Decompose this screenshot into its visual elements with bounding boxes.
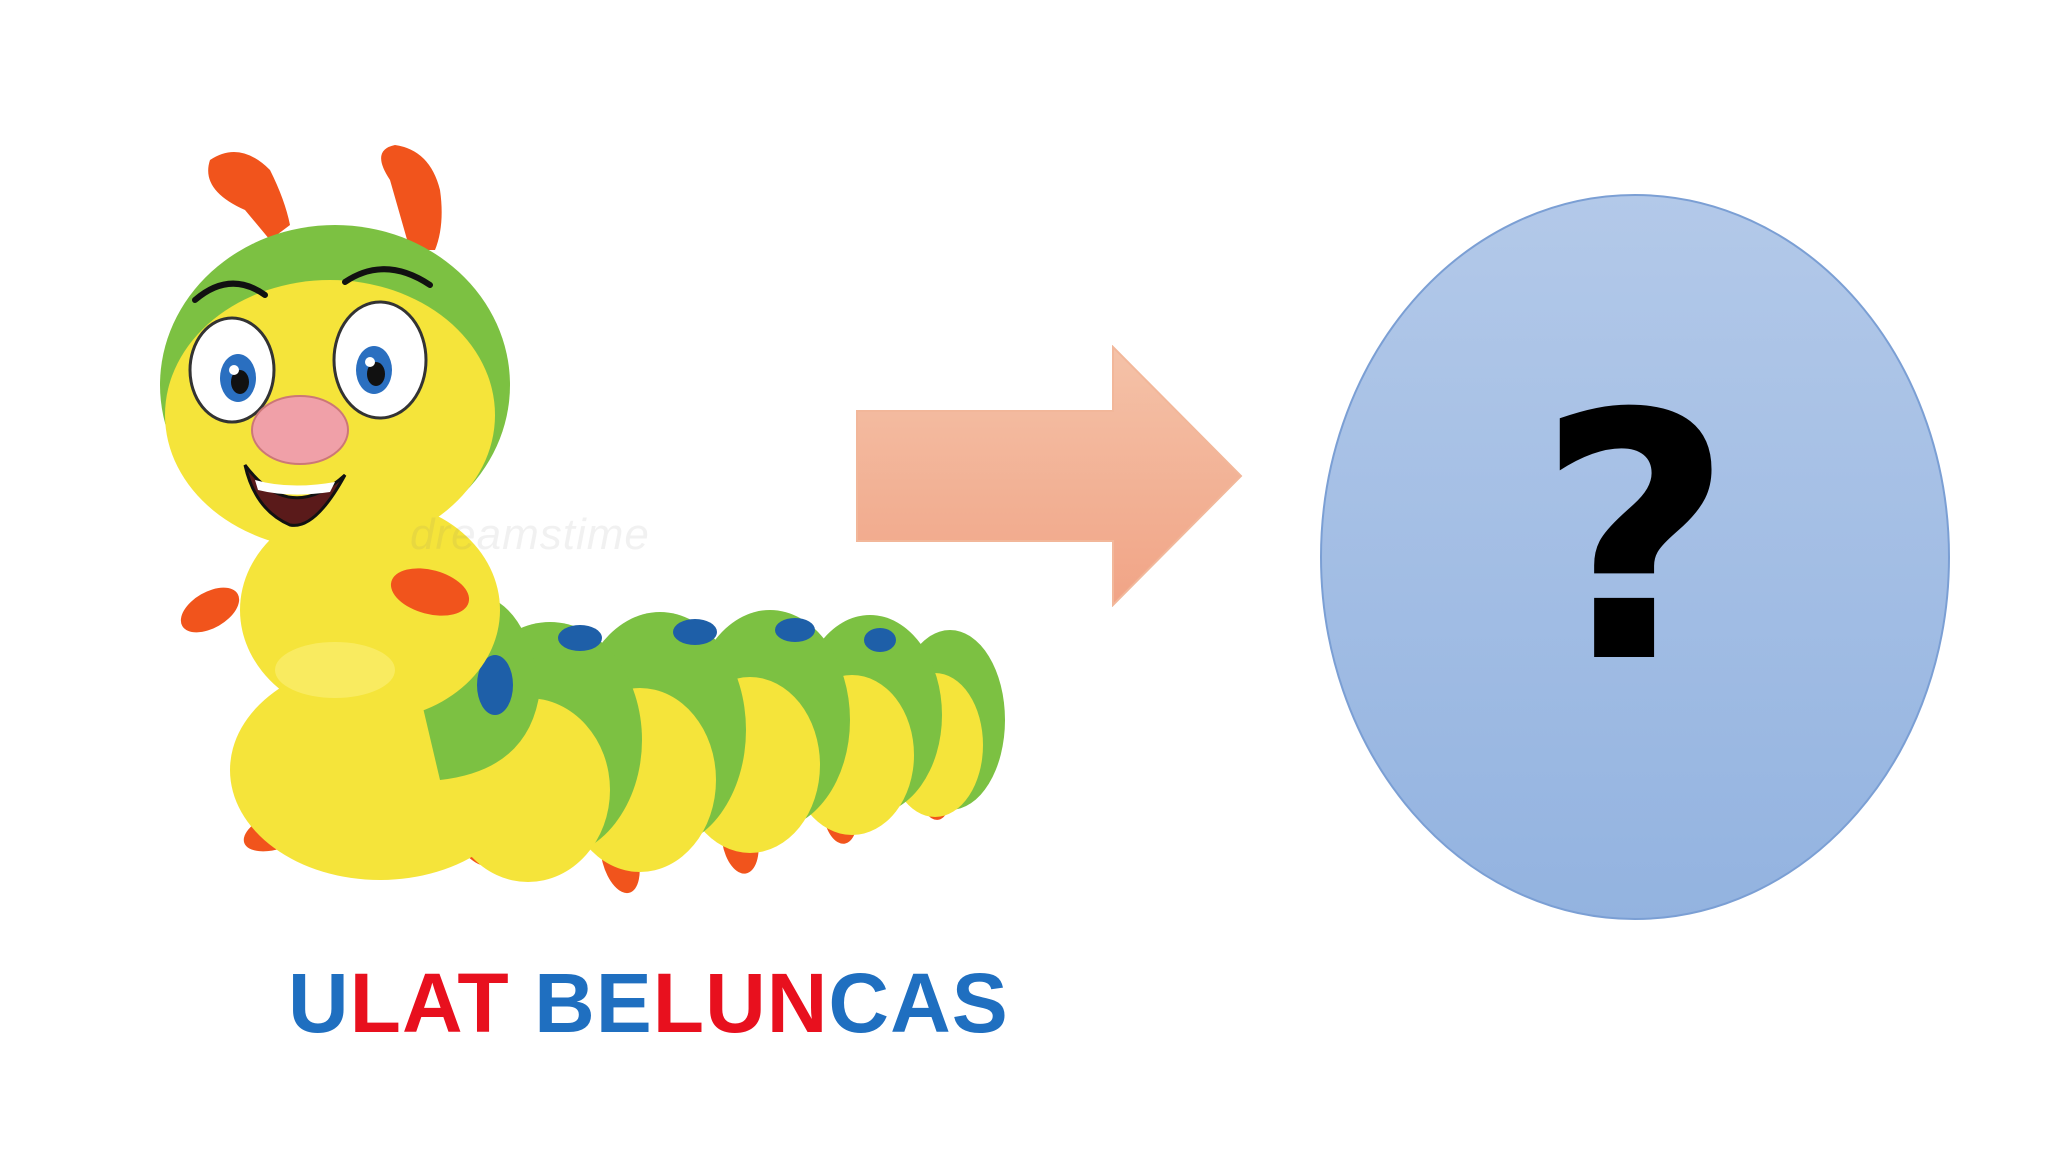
caption-segment: U	[288, 956, 350, 1050]
caption-segment: BE	[534, 956, 653, 1050]
caterpillar-body	[230, 500, 1005, 882]
caption-title: ULAT BELUNCAS	[288, 955, 1009, 1052]
mystery-egg	[1320, 194, 1950, 920]
caption-segment: CAS	[828, 956, 1009, 1050]
caterpillar-mouth	[243, 464, 347, 527]
caption-segment: LAT	[349, 956, 510, 1050]
caterpillar-arms	[180, 568, 470, 633]
caption-segment: LUN	[652, 956, 829, 1050]
caterpillar-illustration	[160, 145, 1005, 894]
question-mark: ?	[1536, 342, 1734, 738]
caterpillar-nose	[251, 395, 349, 465]
right-arrow-icon	[856, 345, 1243, 607]
caterpillar-head	[160, 225, 510, 550]
caterpillar-antennae	[208, 145, 442, 250]
watermark: dreamstime	[410, 510, 650, 559]
caption-segment	[510, 956, 534, 1050]
caterpillar-eyes	[188, 266, 433, 424]
